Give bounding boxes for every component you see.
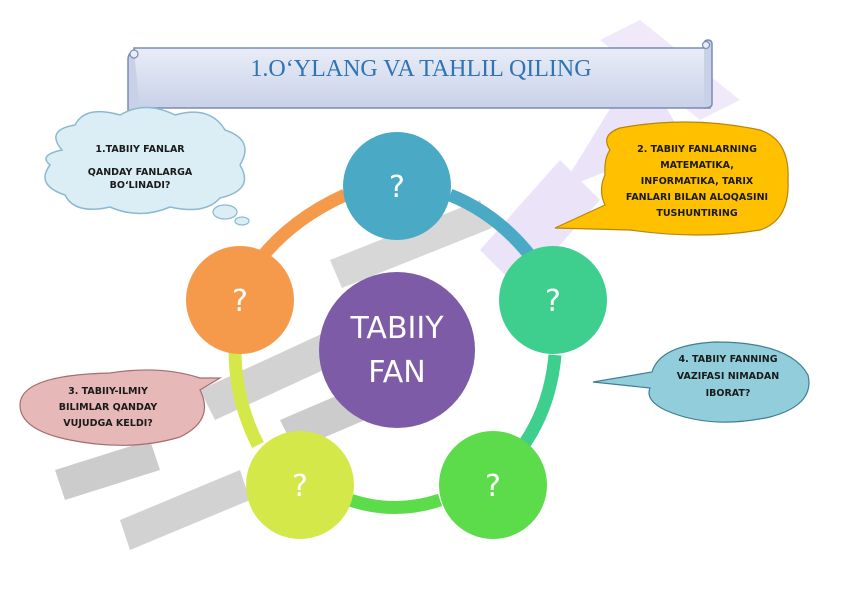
node-right-label: ? [545,284,561,319]
callout-4: 4. TABIIY FANNING VAZIFASI NIMADAN IBORA… [592,341,810,423]
callout-1-line-1: 1.TABIIY FANLAR [95,144,185,155]
callout-2-line-1: 2. TABIIY FANLARNING [637,144,757,155]
callout-3-line-1: 3. TABIIY-ILMIY [68,386,148,397]
page-title: 1.O‘YLANG VA TAHLIL QILING [250,56,591,82]
node-top: ? [343,132,451,240]
callout-cloud-1: 1.TABIIY FANLAR QANDAY FANLARGA BO‘LINAD… [44,106,250,226]
callout-2-line-2: MATEMATIKA, [660,160,734,171]
node-right: ? [499,246,607,354]
node-left: ? [186,246,294,354]
title-banner: 1.O‘YLANG VA TAHLIL QILING [127,39,713,117]
callout-2: 2. TABIIY FANLARNING MATEMATIKA, INFORMA… [554,121,789,236]
node-left-label: ? [232,284,248,319]
callout-1-line-2: QANDAY FANLARGA [88,167,193,178]
center-node: TABIIY FAN [319,272,475,428]
callout-2-line-5: TUSHUNTIRING [656,208,737,219]
callout-2-line-4: FANLARI BILAN ALOQASINI [626,192,768,203]
node-bottom-left-label: ? [292,469,308,504]
callout-4-line-2: VAZIFASI NIMADAN [677,371,779,382]
node-top-label: ? [389,170,405,205]
callout-4-line-1: 4. TABIIY FANNING [678,354,777,365]
node-bottom-right-label: ? [485,469,501,504]
callout-3-line-2: BILIMLAR QANDAY [59,402,158,413]
node-bottom-right: ? [439,431,547,539]
callout-4-line-3: IBORAT? [706,388,751,399]
callout-3-line-3: VUJUDGA KELDI? [63,418,153,429]
callout-2-line-3: INFORMATIKA, TARIX [641,176,754,187]
node-bottom-left: ? [246,431,354,539]
center-line-1: TABIIY [349,311,444,346]
callout-1-line-3: BO‘LINADI? [110,180,171,191]
callout-3: 3. TABIIY-ILMIY BILIMLAR QANDAY VUJUDGA … [19,369,223,446]
center-line-2: FAN [368,355,425,390]
